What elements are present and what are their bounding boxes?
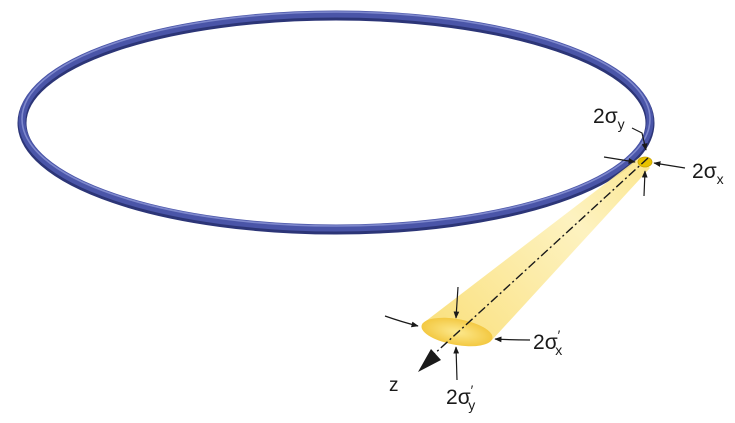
sigma-x-right-arrow [653,161,686,169]
label-sigma-y-prime: 2σ′y [446,382,475,413]
storage-ring [17,10,655,235]
ring-highlight [21,11,651,227]
beam-spot [421,317,493,347]
label-sigma-y: 2σy [593,105,625,132]
beam-cone [422,157,650,340]
source-size-arrows [603,127,686,197]
label-sigma-x: 2σx [692,160,724,187]
sigma-y-prime-top-arrow [453,286,460,319]
sigma-x-prime-right-arrow [494,336,531,343]
radiation-beam [421,156,653,347]
sigma-x-left-arrow [603,156,636,164]
source-spot [637,156,653,168]
sigma-y-bottom-arrow [641,170,648,197]
sigma-y-prime-bottom-arrow [453,346,460,381]
label-sigma-x-prime: 2σ′x [533,327,562,358]
sigma-x-prime-left-arrow [384,315,419,328]
sigma-y-leader [631,127,648,151]
z-axis-line [431,157,649,357]
label-z-axis: z [389,375,399,396]
spot-size-arrows [384,286,531,381]
z-axis-arrowhead [418,349,441,372]
